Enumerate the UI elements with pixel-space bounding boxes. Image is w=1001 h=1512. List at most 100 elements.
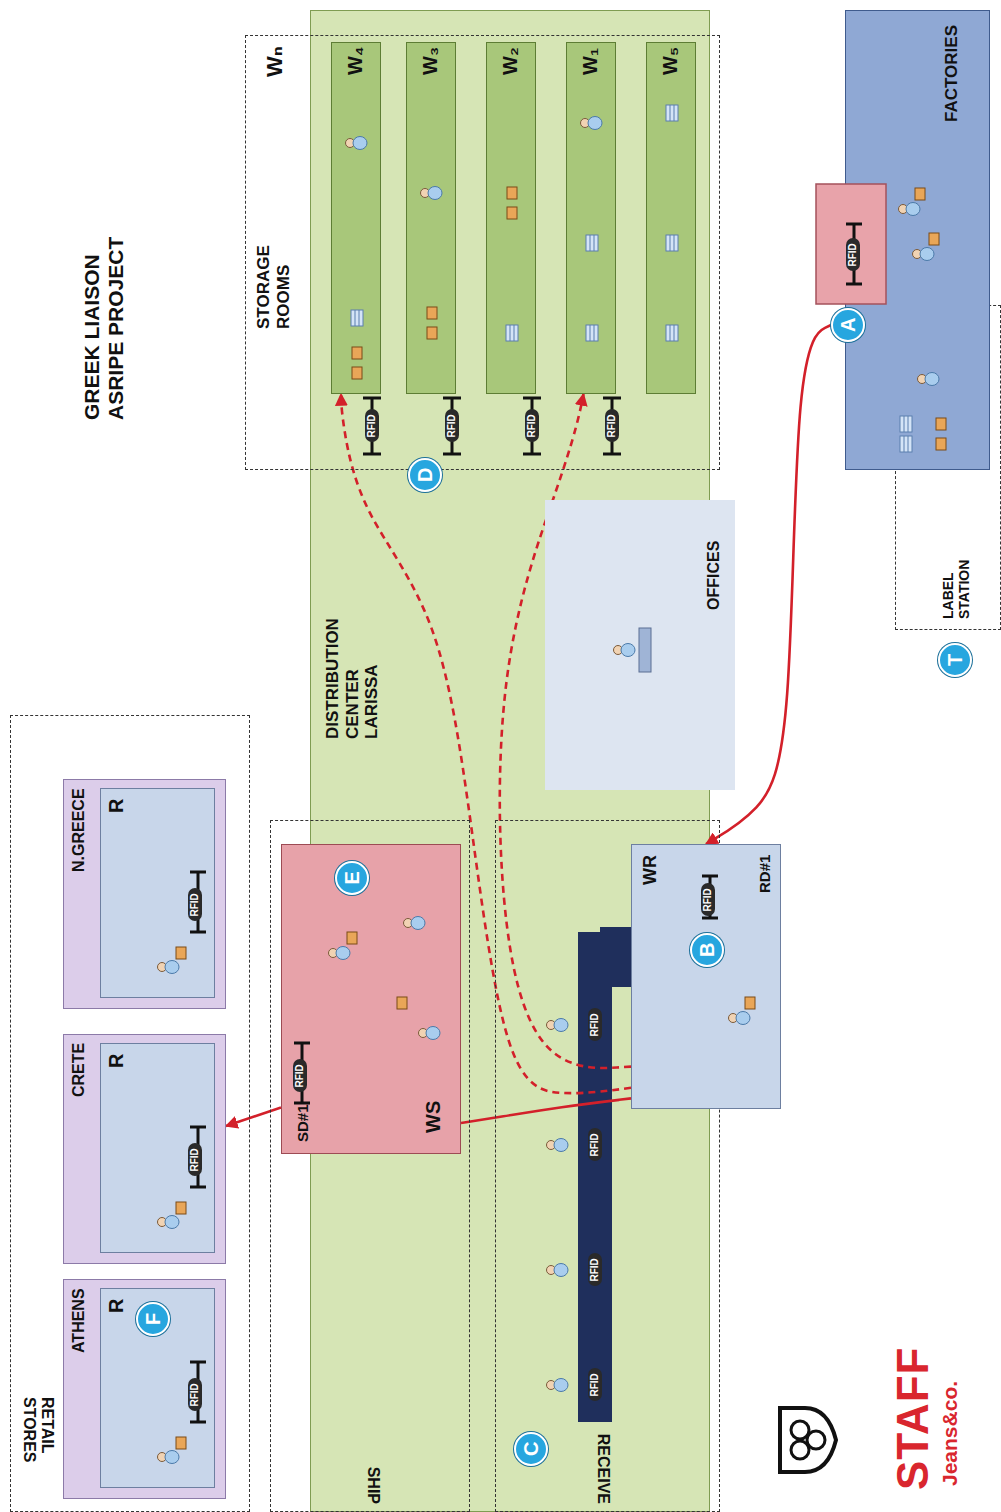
drawing-part (904, 436, 905, 452)
icon (351, 310, 363, 326)
text-slot: C (520, 1442, 543, 1456)
label-slot: RFID (525, 409, 539, 442)
worker-icon (547, 1019, 569, 1032)
drawing-part (411, 917, 425, 930)
drawing-part (729, 1014, 738, 1023)
node-label: FACTORIES (942, 25, 962, 122)
drawing-part (920, 248, 934, 261)
rfid-tag: RFID (293, 1059, 307, 1092)
drawing-part (586, 235, 598, 251)
drawing-part (603, 453, 621, 456)
label-slot: RFID (605, 409, 619, 442)
drawing-part (190, 1421, 206, 1424)
logo-text: STAFF (888, 1347, 939, 1491)
icon (581, 117, 603, 130)
drawing-part (581, 119, 590, 128)
drawing-part (588, 117, 602, 130)
callout-circle: D (408, 458, 442, 492)
drawing-part (670, 325, 671, 341)
drawing-part (586, 325, 598, 341)
icon (427, 327, 437, 339)
drawing-part (702, 875, 718, 878)
drawing-part (190, 1361, 206, 1364)
drawing-part (807, 1431, 825, 1449)
rfid-tag: RFID (701, 883, 715, 916)
node-illustration (332, 43, 380, 393)
node-label: WS (422, 1101, 445, 1133)
icon (900, 436, 912, 452)
text-slot: CRETE (70, 1043, 88, 1097)
node-label: E (341, 871, 364, 884)
rfid-tag: RFID (846, 238, 860, 271)
node-label: CRETE (70, 1043, 88, 1097)
drawing-part (674, 105, 675, 121)
icon (158, 1216, 180, 1229)
drawing-part (670, 235, 671, 251)
label-slot: RFID (188, 1143, 202, 1176)
callout-circle: B (690, 933, 724, 967)
label-slot: RFID (701, 883, 715, 916)
drawing-part (397, 997, 407, 1009)
drawing-part (900, 416, 912, 432)
region-outline: W₄W₃W₂W₁W₅STORAGE ROOMSWₙ (245, 35, 720, 470)
storage-room: W₅ (646, 42, 696, 394)
drawing-part (523, 397, 541, 400)
node-label: LABEL STATION (940, 539, 972, 619)
icon (899, 203, 921, 216)
label-slot: RFID (365, 409, 379, 442)
icon (936, 418, 946, 430)
drawing-part (736, 1012, 750, 1025)
text-slot: N.GREECE (70, 788, 88, 872)
node-label: T (944, 654, 967, 666)
drawing-part (913, 250, 922, 259)
label-slot: RFID (588, 1368, 602, 1401)
node-label: RETAIL STORES (19, 1397, 56, 1489)
drawing-part (421, 189, 430, 198)
drawing-part (427, 307, 437, 319)
text-slot: W₃ (419, 47, 442, 75)
drawing-part (908, 436, 909, 452)
node-label: W₅ (659, 47, 682, 75)
text-slot: RECEIVE (594, 1434, 612, 1504)
diagram-title: GREEK LIAISON ASRIPE PROJECT (80, 210, 128, 420)
drawing-part (176, 947, 186, 959)
drawing-part (908, 416, 909, 432)
rfid-tag: RFID (588, 1253, 602, 1286)
icon (419, 1027, 441, 1040)
text-slot: A (837, 318, 860, 332)
worker-icon (547, 1264, 569, 1277)
drawing-part (507, 187, 517, 199)
drawing-part (666, 325, 678, 341)
callout-circle: T (938, 643, 972, 677)
worker-icon (547, 1379, 569, 1392)
rfid-tag: RFID (588, 1008, 602, 1041)
callout-circle: A (831, 308, 865, 342)
drawing-part (514, 325, 515, 341)
icon (507, 207, 517, 219)
drawing-part (594, 235, 595, 251)
drawing-part (294, 1102, 310, 1105)
text-slot: T (944, 654, 967, 666)
region-outline: RN.GREECERCRETEFRATHENSRETAIL STORES (10, 715, 250, 1512)
drawing-part (346, 139, 355, 148)
drawing-part (603, 397, 621, 400)
title-slot: GREEK LIAISON ASRIPE PROJECT (80, 210, 128, 420)
label-slot: RFID (293, 1059, 307, 1092)
node-label: A (837, 318, 860, 332)
drawing-part (554, 1019, 568, 1032)
icon (666, 235, 678, 251)
drawing-part (899, 205, 908, 214)
drawing-part (666, 105, 678, 121)
icon (666, 325, 678, 341)
drawing-part (925, 373, 939, 386)
node-label: SD#1 (294, 1104, 311, 1142)
icon (176, 947, 186, 959)
drawing-part (594, 325, 595, 341)
rfid-tag: RFID (365, 409, 379, 442)
node-illustration (407, 43, 455, 393)
drawing-part (554, 1139, 568, 1152)
drawing-part (780, 1408, 836, 1472)
text-slot: R (105, 1054, 128, 1068)
icon (929, 233, 939, 245)
drawing-part (427, 327, 437, 339)
